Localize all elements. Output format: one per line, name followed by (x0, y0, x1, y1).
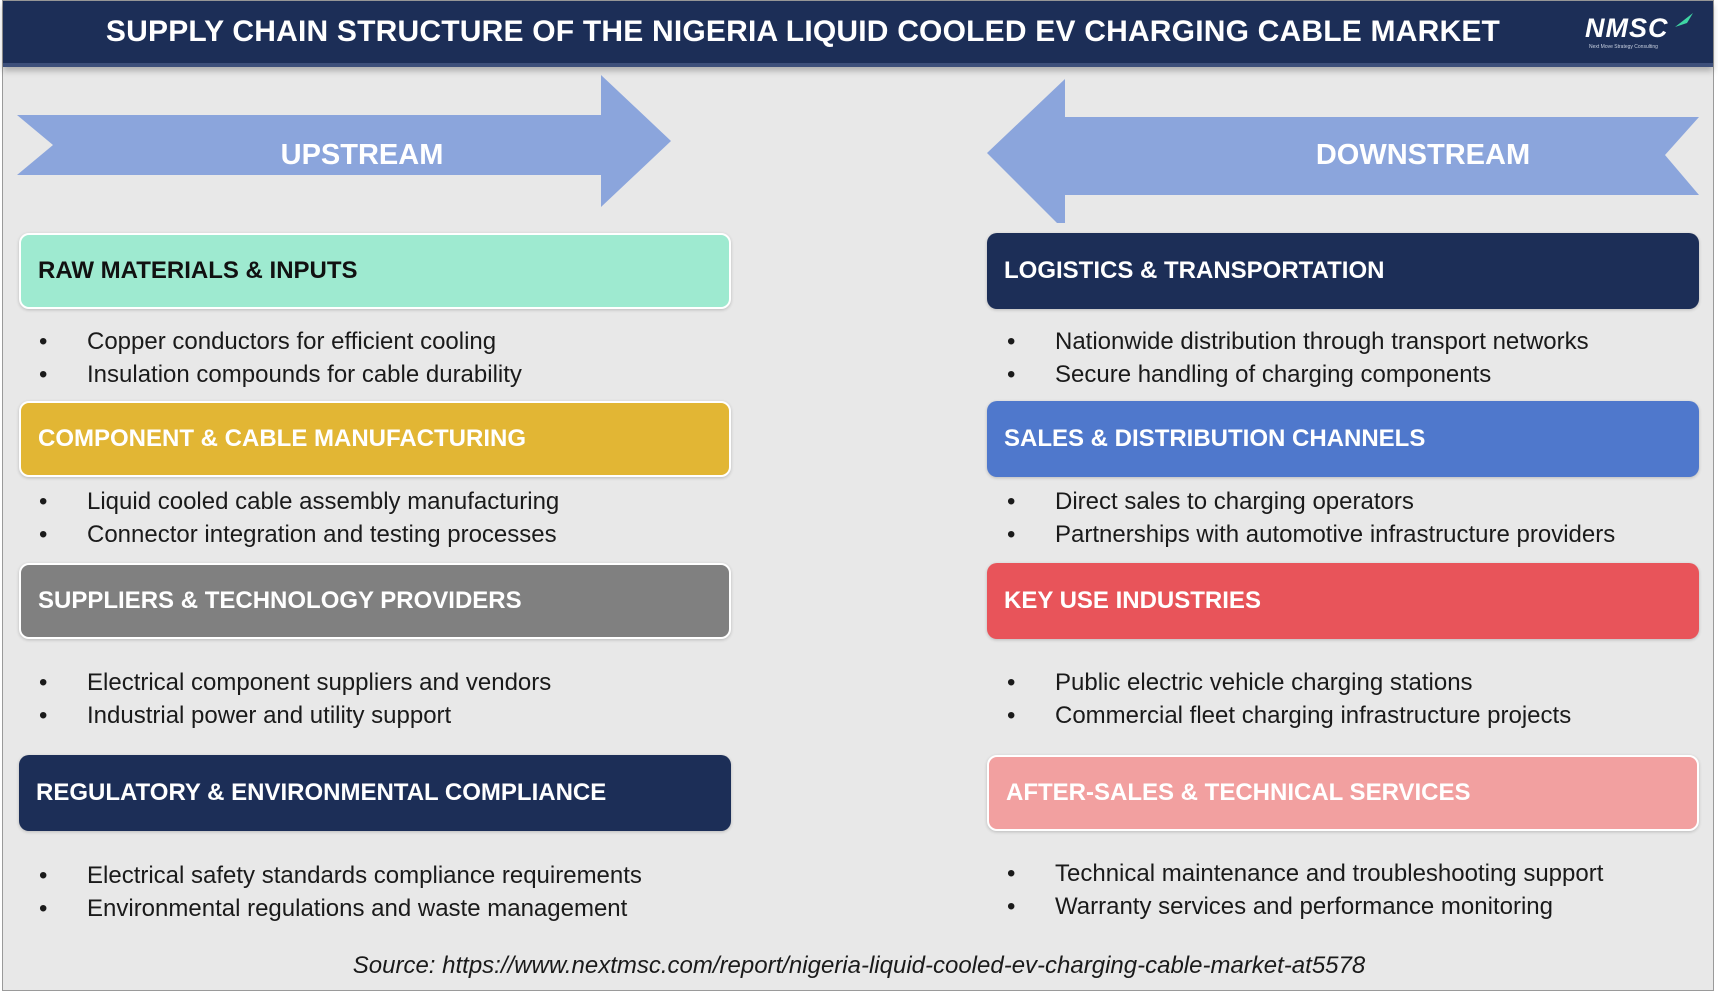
list-item-text: Electrical safety standards compliance r… (87, 862, 642, 889)
bullet-icon: • (39, 361, 48, 388)
key-use-industries-list: • Public electric vehicle charging statio… (987, 666, 1571, 732)
list-item-text: Direct sales to charging operators (1055, 488, 1414, 515)
logo-tagline: Next Move Strategy Consulting (1589, 44, 1658, 50)
list-item-text: Connector integration and testing proces… (87, 521, 557, 548)
list-item: • Insulation compounds for cable durabili… (19, 358, 522, 391)
title-bar: SUPPLY CHAIN STRUCTURE OF THE NIGERIA LI… (3, 1, 1713, 67)
bullet-icon: • (39, 702, 48, 729)
bullet-icon: • (39, 862, 48, 889)
bullet-icon: • (1007, 669, 1016, 696)
list-item-text: Liquid cooled cable assembly manufacturi… (87, 488, 560, 515)
list-item-text: Warranty services and performance monito… (1055, 893, 1553, 920)
bullet-icon: • (39, 521, 48, 548)
after-sales-list: • Technical maintenance and troubleshooti… (987, 857, 1603, 923)
bullet-icon: • (39, 669, 48, 696)
downstream-arrow (987, 79, 1699, 223)
list-item-text: Copper conductors for efficient cooling (87, 328, 497, 355)
list-item: • Environmental regulations and waste man… (19, 892, 642, 925)
bullet-icon: • (1007, 860, 1016, 887)
section-heading: COMPONENT & CABLE MANUFACTURING (38, 425, 526, 452)
section-heading: KEY USE INDUSTRIES (1004, 587, 1261, 614)
section-logistics: LOGISTICS & TRANSPORTATION (987, 233, 1699, 309)
list-item-text: Insulation compounds for cable durabilit… (87, 361, 522, 388)
list-item: • Public electric vehicle charging statio… (987, 666, 1571, 699)
list-item: • Secure handling of charging components (987, 358, 1589, 391)
list-item-text: Nationwide distribution through transpor… (1055, 328, 1589, 355)
raw-materials-list: • Copper conductors for efficient cooling… (19, 325, 522, 391)
list-item-text: Secure handling of charging components (1055, 361, 1492, 388)
section-after-sales: AFTER-SALES & TECHNICAL SERVICES (987, 755, 1699, 831)
upstream-arrow (17, 75, 671, 207)
list-item: • Nationwide distribution through transpo… (987, 325, 1589, 358)
bullet-icon: • (1007, 893, 1016, 920)
section-heading: SALES & DISTRIBUTION CHANNELS (1004, 425, 1426, 452)
list-item: • Electrical component suppliers and vend… (19, 666, 551, 699)
section-key-use-industries: KEY USE INDUSTRIES (987, 563, 1699, 639)
list-item: • Industrial power and utility support (19, 699, 551, 732)
regulatory-list: • Electrical safety standards compliance … (19, 859, 642, 925)
downstream-label: DOWNSTREAM (1315, 139, 1531, 171)
suppliers-list: • Electrical component suppliers and vend… (19, 666, 551, 732)
list-item: • Connector integration and testing proce… (19, 518, 559, 551)
section-raw-materials: RAW MATERIALS & INPUTS (19, 233, 731, 309)
list-item-text: Partnerships with automotive infrastruct… (1055, 521, 1616, 548)
list-item: • Technical maintenance and troubleshooti… (987, 857, 1603, 890)
bullet-icon: • (1007, 361, 1016, 388)
list-item: • Liquid cooled cable assembly manufactur… (19, 485, 559, 518)
section-heading: RAW MATERIALS & INPUTS (38, 257, 358, 284)
source-citation: Source: https://www.nextmsc.com/report/n… (352, 952, 1366, 979)
list-item-text: Commercial fleet charging infrastructure… (1055, 702, 1572, 729)
nmsc-logo: NMSC Next Move Strategy Consulting (1585, 11, 1695, 53)
list-item: • Direct sales to charging operators (987, 485, 1615, 518)
manufacturing-list: • Liquid cooled cable assembly manufactur… (19, 485, 559, 551)
bullet-icon: • (1007, 521, 1016, 548)
page-title: SUPPLY CHAIN STRUCTURE OF THE NIGERIA LI… (105, 15, 1501, 48)
list-item-text: Electrical component suppliers and vendo… (87, 669, 552, 696)
bullet-icon: • (1007, 702, 1016, 729)
section-manufacturing: COMPONENT & CABLE MANUFACTURING (19, 401, 731, 477)
list-item: • Commercial fleet charging infrastructur… (987, 699, 1571, 732)
list-item: • Copper conductors for efficient cooling (19, 325, 522, 358)
list-item-text: Technical maintenance and troubleshootin… (1055, 860, 1604, 887)
logo-text: NMSC (1585, 13, 1669, 43)
bullet-icon: • (39, 328, 48, 355)
logo-swoosh-icon (1675, 13, 1693, 27)
sales-distribution-list: • Direct sales to charging operators • Par… (987, 485, 1615, 551)
list-item-text: Public electric vehicle charging station… (1055, 669, 1473, 696)
list-item: • Warranty services and performance monit… (987, 890, 1603, 923)
list-item-text: Environmental regulations and waste mana… (87, 895, 628, 922)
section-heading: SUPPLIERS & TECHNOLOGY PROVIDERS (38, 587, 522, 614)
bullet-icon: • (39, 895, 48, 922)
section-sales-distribution: SALES & DISTRIBUTION CHANNELS (987, 401, 1699, 477)
section-heading: AFTER-SALES & TECHNICAL SERVICES (1006, 779, 1471, 806)
section-regulatory: REGULATORY & ENVIRONMENTAL COMPLIANCE (19, 755, 731, 831)
bullet-icon: • (1007, 488, 1016, 515)
section-suppliers: SUPPLIERS & TECHNOLOGY PROVIDERS (19, 563, 731, 639)
section-heading: LOGISTICS & TRANSPORTATION (1004, 257, 1385, 284)
upstream-label: UPSTREAM (280, 139, 444, 171)
list-item: • Partnerships with automotive infrastruc… (987, 518, 1615, 551)
logistics-list: • Nationwide distribution through transpo… (987, 325, 1589, 391)
bullet-icon: • (1007, 328, 1016, 355)
bullet-icon: • (39, 488, 48, 515)
list-item-text: Industrial power and utility support (87, 702, 452, 729)
list-item: • Electrical safety standards compliance … (19, 859, 642, 892)
section-heading: REGULATORY & ENVIRONMENTAL COMPLIANCE (36, 779, 607, 806)
